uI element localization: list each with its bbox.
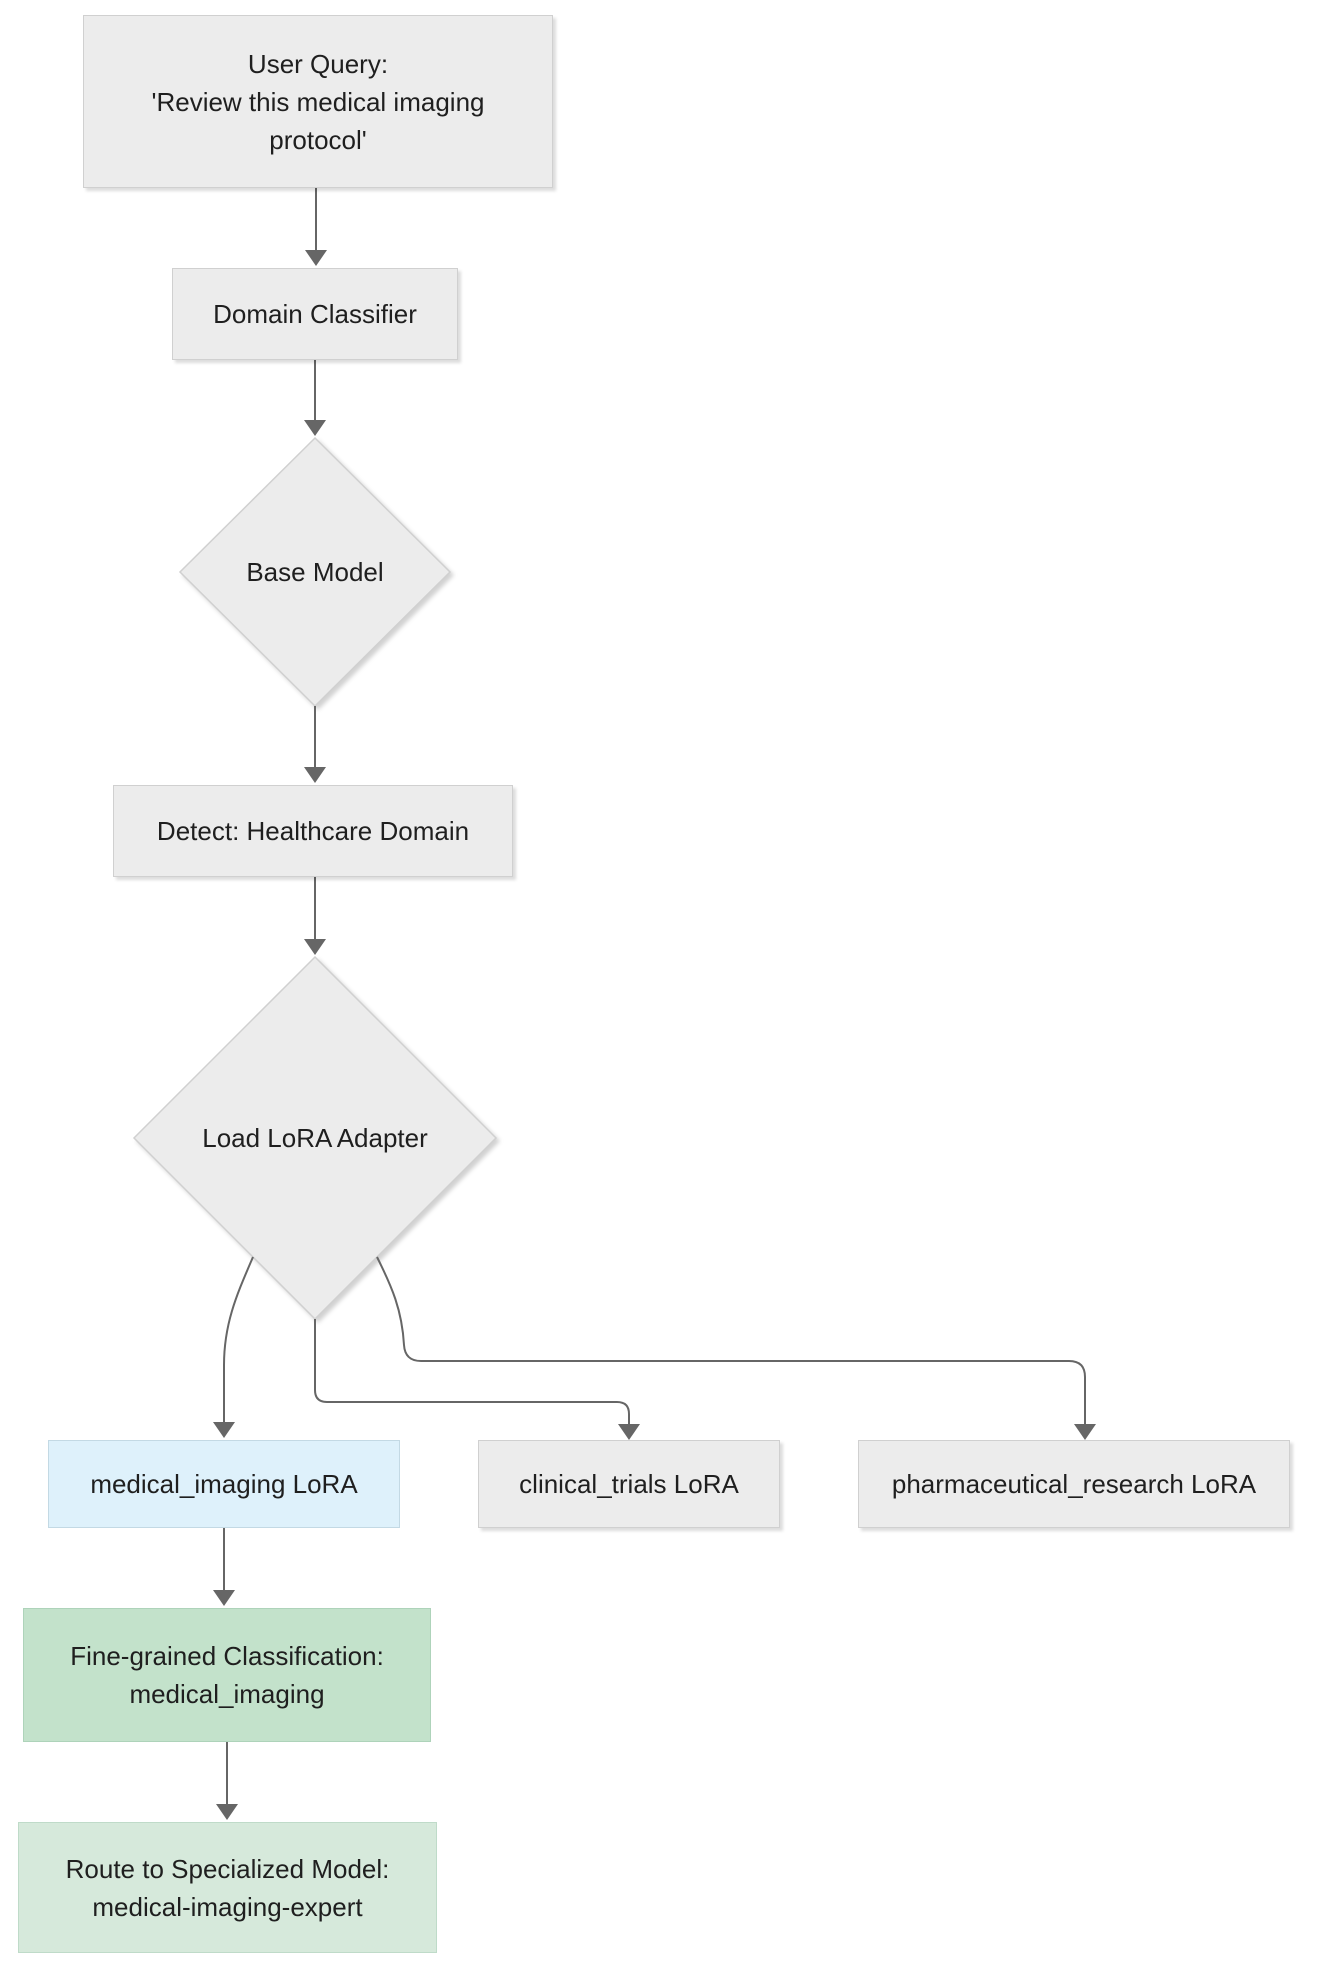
node-route-line2: medical-imaging-expert: [92, 1891, 363, 1922]
node-user-query-line1: User Query:: [247, 48, 389, 79]
arrowhead-userquery-to-classifier: [305, 250, 327, 266]
node-base-model-label: Base Model: [180, 552, 450, 592]
arrowhead-medicalimaging-to-finegrained: [213, 1590, 235, 1606]
node-detect-healthcare: Detect: Healthcare Domain: [113, 785, 513, 877]
node-pharmaceutical-research-lora-label: pharmaceutical_research LoRA: [891, 1469, 1257, 1499]
node-user-query: User Query: 'Review this medical imaging…: [83, 15, 553, 188]
node-load-lora-adapter-label: Load LoRA Adapter: [155, 1118, 475, 1158]
node-fine-grained-classification: Fine-grained Classification: medical_ima…: [23, 1608, 431, 1742]
node-medical-imaging-lora-label: medical_imaging LoRA: [90, 1469, 358, 1499]
load-lora-adapter-text: Load LoRA Adapter: [202, 1123, 428, 1153]
edge-loadlora-to-medicalimaging: [223, 1256, 254, 1423]
node-detect-healthcare-label: Detect: Healthcare Domain: [156, 816, 470, 846]
edge-loadlora-to-clinicaltrials: [314, 1319, 630, 1425]
edge-loadlora-to-pharma: [376, 1256, 1086, 1425]
arrowhead-loadlora-to-pharma: [1074, 1424, 1096, 1440]
arrowhead-finegrained-to-route: [216, 1804, 238, 1820]
arrowhead-loadlora-to-clinicaltrials: [618, 1424, 640, 1440]
node-user-query-line3: protocol': [269, 124, 367, 155]
arrowhead-detect-to-loadlora: [304, 939, 326, 955]
node-route-to-specialized-model: Route to Specialized Model: medical-imag…: [18, 1822, 437, 1953]
node-domain-classifier-label: Domain Classifier: [213, 299, 417, 329]
node-user-query-line2: 'Review this medical imaging: [151, 86, 485, 117]
node-route-line1: Route to Specialized Model:: [65, 1853, 390, 1884]
arrowhead-classifier-to-basemodel: [304, 420, 326, 436]
node-clinical-trials-lora: clinical_trials LoRA: [478, 1440, 780, 1528]
base-model-text: Base Model: [246, 557, 384, 587]
node-pharmaceutical-research-lora: pharmaceutical_research LoRA: [858, 1440, 1290, 1528]
node-fine-grained-line1: Fine-grained Classification:: [70, 1641, 384, 1671]
node-domain-classifier: Domain Classifier: [172, 268, 458, 360]
node-clinical-trials-lora-label: clinical_trials LoRA: [519, 1469, 739, 1499]
arrowhead-basemodel-to-detect: [304, 767, 326, 783]
node-fine-grained-line2: medical_imaging: [129, 1679, 325, 1709]
node-medical-imaging-lora: medical_imaging LoRA: [48, 1440, 400, 1528]
arrowhead-loadlora-to-medicalimaging: [213, 1422, 235, 1438]
